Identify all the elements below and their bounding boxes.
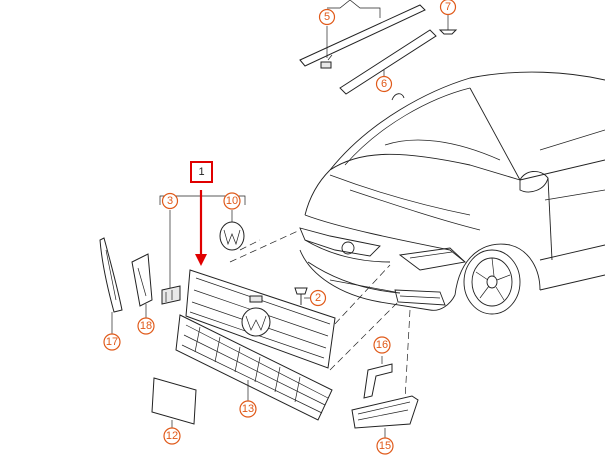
roof-trim-strips xyxy=(299,4,437,95)
svg-text:15: 15 xyxy=(379,440,391,452)
callout-10[interactable]: 10 xyxy=(223,192,241,210)
bracket-18-part xyxy=(131,253,153,307)
callout-13[interactable]: 13 xyxy=(239,400,257,418)
callout-label-1: 1 xyxy=(198,166,204,178)
svg-text:16: 16 xyxy=(376,339,388,351)
highlight-part-1: 1 xyxy=(190,161,213,266)
callout-18[interactable]: 18 xyxy=(137,317,155,335)
highlight-arrow-head xyxy=(195,254,207,266)
screw-2-part xyxy=(294,287,308,305)
callout-17[interactable]: 17 xyxy=(103,333,121,351)
lower-grille-part xyxy=(175,314,333,421)
vw-emblem-part xyxy=(219,221,245,251)
trim-16-part xyxy=(363,363,393,399)
callout-12[interactable]: 12 xyxy=(163,427,181,445)
svg-text:7: 7 xyxy=(445,1,451,13)
svg-text:5: 5 xyxy=(324,11,330,23)
svg-text:13: 13 xyxy=(242,403,254,415)
callout-15[interactable]: 15 xyxy=(376,437,394,455)
callout-16[interactable]: 16 xyxy=(373,336,391,354)
license-plate-part xyxy=(151,377,197,425)
callout-6[interactable]: 6 xyxy=(375,75,393,93)
svg-text:18: 18 xyxy=(140,320,152,332)
svg-text:10: 10 xyxy=(226,195,238,207)
svg-text:3: 3 xyxy=(167,195,173,207)
upper-grille-part xyxy=(185,269,336,369)
fog-trim-15-part xyxy=(351,395,419,429)
clip-3-part xyxy=(161,285,181,305)
callout-3[interactable]: 3 xyxy=(161,192,179,210)
svg-text:6: 6 xyxy=(381,78,387,90)
callout-2[interactable]: 2 xyxy=(309,289,327,307)
car-body-outline xyxy=(299,71,605,315)
side-trim-17-part xyxy=(99,237,123,313)
clip-7-part xyxy=(438,20,458,35)
highlight-box xyxy=(190,161,213,183)
callout-7[interactable]: 7 xyxy=(439,0,457,16)
svg-text:12: 12 xyxy=(166,430,178,442)
leader-bracket-top xyxy=(327,0,381,18)
svg-text:2: 2 xyxy=(315,292,321,304)
callout-5[interactable]: 5 xyxy=(318,8,336,26)
svg-text:17: 17 xyxy=(106,336,118,348)
